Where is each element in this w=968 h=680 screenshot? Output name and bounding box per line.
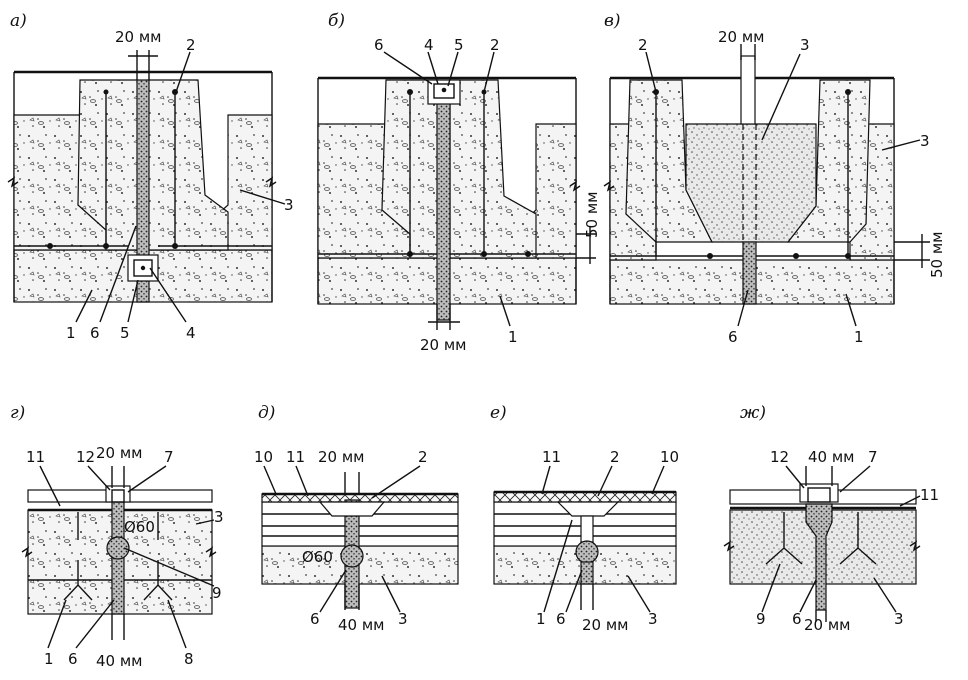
- panel-v-dim-top: 20 мм: [718, 28, 765, 46]
- panel-v: в) 20 мм 50 мм 2 3: [603, 11, 946, 346]
- panel-g-diameter: Ø60: [124, 518, 155, 536]
- panel-e-label-10: 10: [660, 448, 679, 466]
- panel-d-diameter: Ø60: [302, 548, 333, 566]
- panel-zh-label-12: 12: [770, 448, 789, 466]
- panel-v-label-1: 1: [854, 328, 864, 346]
- panel-g-label-1: 1: [44, 650, 54, 668]
- panel-b: б) 50 мм 20 мм 6 4: [317, 11, 601, 354]
- panel-d-dim-top: 20 мм: [318, 448, 365, 466]
- panel-b-right-wall: [449, 79, 537, 259]
- panel-g-label-7: 7: [164, 448, 174, 466]
- panel-d-round-seal: [340, 544, 364, 568]
- panel-zh-dim-top: 40 мм: [808, 448, 855, 466]
- panel-g-label-3: 3: [214, 508, 224, 526]
- panel-zh-label-9: 9: [756, 610, 766, 628]
- panel-d-label-3: 3: [398, 610, 408, 628]
- panel-zh-label-3: 3: [894, 610, 904, 628]
- panel-zh-dim-bottom: 20 мм: [804, 616, 851, 634]
- panel-v-label-2: 2: [638, 36, 648, 54]
- panel-a-letter: а): [10, 11, 27, 31]
- panel-zh-letter: ж): [740, 403, 766, 423]
- panel-g-label-12: 12: [76, 448, 95, 466]
- panel-b-dim-side: 50 мм: [583, 192, 601, 239]
- panel-e-label-6: 6: [556, 610, 566, 628]
- panel-a-dim-top: 20 мм: [115, 28, 162, 46]
- panel-v-label-6: 6: [728, 328, 738, 346]
- panel-e-label-2: 2: [610, 448, 620, 466]
- panel-g-label-11: 11: [26, 448, 45, 466]
- panel-d-label-6: 6: [310, 610, 320, 628]
- panel-d-label-11: 11: [286, 448, 305, 466]
- panel-b-letter: б): [328, 11, 345, 31]
- panel-g-dim-top: 20 мм: [96, 444, 143, 462]
- panel-a-label-6: 6: [90, 324, 100, 342]
- panel-b-dim-bottom: 20 мм: [420, 336, 467, 354]
- panel-e-roofing: [493, 491, 677, 503]
- panel-zh: ж) 40 мм 20 мм 12 7 11 9 6 3: [723, 403, 939, 634]
- panel-g: г) 20 мм 40 мм Ø60 11 12 7 3 9 1 6: [10, 403, 224, 670]
- panel-v-letter: в): [604, 11, 621, 31]
- panel-g-label-8: 8: [184, 650, 194, 668]
- panel-d-letter: д): [258, 403, 275, 423]
- panel-v-label-3a: 3: [800, 36, 810, 54]
- panel-a: а) 20 мм: [7, 11, 294, 342]
- panel-b-label-4: 4: [424, 36, 434, 54]
- panel-e: е) 20 мм 11 2 10 1 6 3: [490, 403, 679, 634]
- panel-a-label-3: 3: [284, 196, 294, 214]
- panel-a-right-wall: [147, 79, 229, 251]
- panel-g-round-seal: [106, 536, 130, 560]
- panel-d-dim-bottom: 40 мм: [338, 616, 385, 634]
- panel-d-label-2: 2: [418, 448, 428, 466]
- panel-b-label-6: 6: [374, 36, 384, 54]
- panel-a-label-1: 1: [66, 324, 76, 342]
- panel-e-letter: е): [490, 403, 507, 423]
- panel-e-dim-bottom: 20 мм: [582, 616, 629, 634]
- panel-e-label-3: 3: [648, 610, 658, 628]
- panel-v-label-3b: 3: [920, 132, 930, 150]
- panel-a-label-4: 4: [186, 324, 196, 342]
- panel-d-slab: [261, 545, 459, 585]
- panel-g-label-6: 6: [68, 650, 78, 668]
- panel-a-label-5: 5: [120, 324, 130, 342]
- panel-a-seam: [136, 79, 150, 303]
- panel-d-roofing: [261, 493, 459, 503]
- panel-a-label-2: 2: [186, 36, 196, 54]
- panel-d-label-10: 10: [254, 448, 273, 466]
- panel-g-label-9: 9: [212, 584, 222, 602]
- panel-e-seam: [580, 561, 594, 585]
- panel-v-fill-concrete: [685, 123, 817, 243]
- panel-e-label-1: 1: [536, 610, 546, 628]
- panel-zh-label-6: 6: [792, 610, 802, 628]
- panel-g-dim-bottom: 40 мм: [96, 652, 143, 670]
- panel-v-dim-side: 50 мм: [928, 232, 946, 279]
- panel-zh-label-11: 11: [920, 486, 939, 504]
- panel-b-label-1: 1: [508, 328, 518, 346]
- panel-e-label-11: 11: [542, 448, 561, 466]
- panel-v-seam: [742, 241, 757, 305]
- panel-b-seam: [436, 95, 451, 321]
- panel-e-round-seal: [575, 540, 599, 564]
- panel-b-label-5: 5: [454, 36, 464, 54]
- panel-zh-label-7: 7: [868, 448, 878, 466]
- panel-g-letter: г): [10, 403, 25, 423]
- panel-b-label-2: 2: [490, 36, 500, 54]
- panel-d: д) 20 мм 40 мм Ø60 10 11 2 6 3: [254, 403, 459, 634]
